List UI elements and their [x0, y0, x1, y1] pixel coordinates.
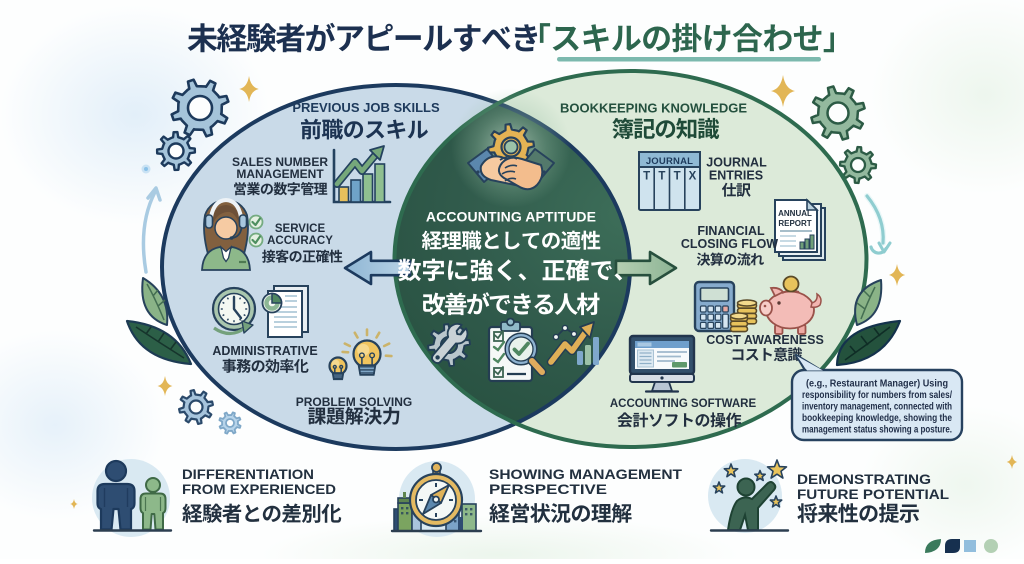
- svg-text:JOURNAL: JOURNAL: [646, 156, 693, 167]
- svg-text:BOOKKEEPING KNOWLEDGE: BOOKKEEPING KNOWLEDGE: [560, 101, 747, 116]
- svg-text:ANNUAL: ANNUAL: [778, 209, 812, 218]
- svg-text:management status showing a po: management status showing a posture.: [802, 425, 952, 436]
- svg-text:SHOWING MANAGEMENT: SHOWING MANAGEMENT: [489, 466, 682, 482]
- svg-text:MANAGEMENT: MANAGEMENT: [236, 167, 324, 181]
- svg-text:X: X: [689, 171, 697, 183]
- svg-text:(e.g., Restaurant Manager) Usi: (e.g., Restaurant Manager) Using: [806, 379, 948, 390]
- svg-text:PROBLEM SOLVING: PROBLEM SOLVING: [296, 395, 412, 409]
- svg-text:DEMONSTRATING: DEMONSTRATING: [797, 471, 931, 487]
- svg-text:T: T: [643, 171, 650, 183]
- svg-text:T: T: [658, 171, 665, 183]
- svg-text:ACCURACY: ACCURACY: [267, 235, 333, 247]
- svg-text:ACCOUNTING SOFTWARE: ACCOUNTING SOFTWARE: [610, 398, 757, 410]
- svg-text:PERSPECTIVE: PERSPECTIVE: [489, 481, 607, 497]
- svg-text:T: T: [674, 171, 681, 183]
- svg-text:ENTRIES: ENTRIES: [709, 169, 763, 183]
- svg-text:CLOSING FLOW: CLOSING FLOW: [681, 237, 778, 251]
- svg-text:FUTURE POTENTIAL: FUTURE POTENTIAL: [797, 486, 949, 502]
- svg-text:PREVIOUS JOB SKILLS: PREVIOUS JOB SKILLS: [292, 100, 440, 115]
- svg-text:FROM EXPERIENCED: FROM EXPERIENCED: [182, 481, 336, 497]
- svg-text:FINANCIAL: FINANCIAL: [697, 224, 765, 238]
- svg-text:ADMINISTRATIVE: ADMINISTRATIVE: [212, 344, 317, 358]
- svg-text:responsibility for numbers fro: responsibility for numbers from sales/: [802, 390, 952, 401]
- svg-text:COST AWARENESS: COST AWARENESS: [706, 333, 824, 347]
- svg-text:DIFFERENTIATION: DIFFERENTIATION: [182, 466, 314, 482]
- svg-text:JOURNAL: JOURNAL: [706, 156, 767, 170]
- svg-text:ACCOUNTING APTITUDE: ACCOUNTING APTITUDE: [426, 209, 596, 225]
- svg-text:inventory management, connecte: inventory management, connected with: [802, 402, 952, 413]
- svg-text:bookkeeping knowledge, showing: bookkeeping knowledge, showing the: [802, 413, 952, 424]
- svg-text:SERVICE: SERVICE: [275, 223, 326, 235]
- svg-text:REPORT: REPORT: [778, 219, 811, 228]
